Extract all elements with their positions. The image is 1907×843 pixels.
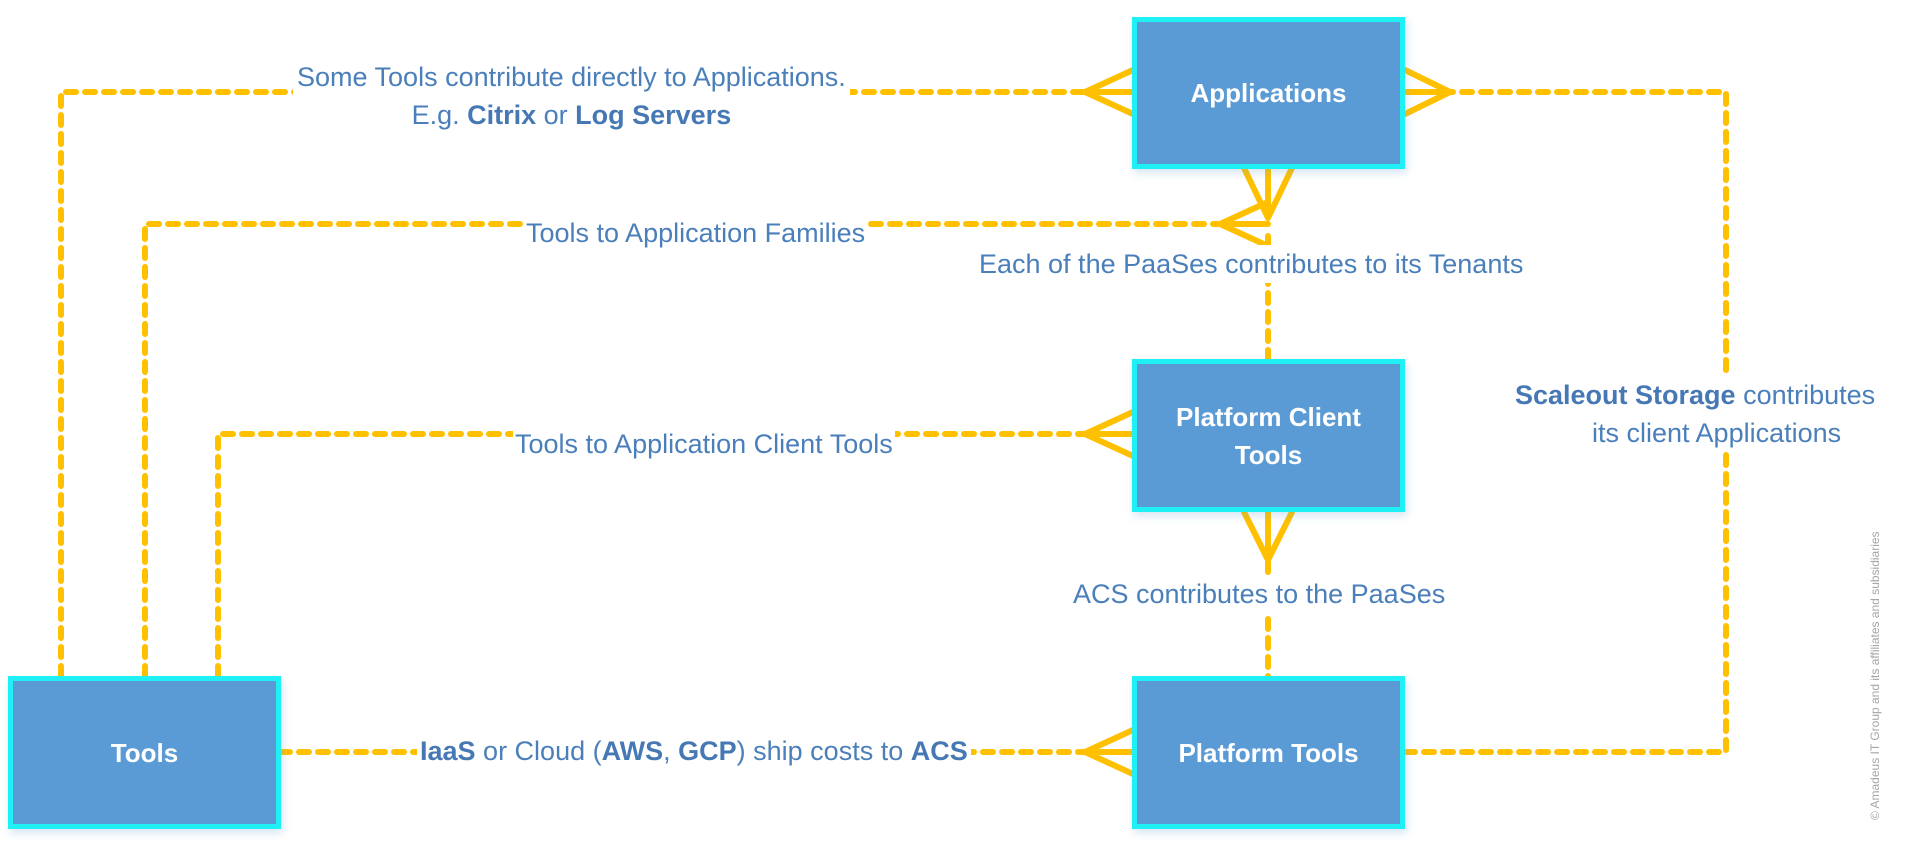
text: , bbox=[663, 736, 679, 766]
text: or bbox=[536, 100, 576, 130]
edge-label-line: E.g. Citrix or Log Servers bbox=[297, 96, 846, 134]
crowfoot-icon bbox=[1241, 509, 1295, 563]
node-label-line2: Tools bbox=[1234, 439, 1303, 470]
text: or Cloud ( bbox=[475, 736, 602, 766]
edge-label-tools-to-client-tools: Tools to Application Client Tools bbox=[513, 425, 895, 463]
highlight-log-servers: Log Servers bbox=[575, 100, 732, 130]
edge-label-paas-to-tenants: Each of the PaaSes contributes to its Te… bbox=[977, 245, 1526, 283]
node-tools[interactable]: Tools bbox=[8, 676, 281, 829]
highlight-iaas: IaaS bbox=[420, 736, 476, 766]
text: ) ship costs to bbox=[736, 736, 911, 766]
highlight-gcp: GCP bbox=[678, 736, 737, 766]
crowfoot-icon bbox=[1217, 199, 1271, 249]
crowfoot-icon bbox=[1082, 727, 1136, 777]
connector-tools-to-client-tools bbox=[215, 431, 1086, 679]
node-platform-tools[interactable]: Platform Tools bbox=[1132, 676, 1405, 829]
edge-label-line: Some Tools contribute directly to Applic… bbox=[297, 62, 846, 92]
copyright-notice: © Amadeus IT Group and its affiliates an… bbox=[1868, 531, 1882, 820]
node-label: Platform Tools bbox=[1178, 737, 1359, 768]
connector-tools-to-applications bbox=[58, 89, 1086, 679]
node-label-line1: Platform Client bbox=[1176, 401, 1361, 432]
edge-label-storage-to-apps: Scaleout Storage contributes its client … bbox=[1513, 376, 1878, 452]
edge-label-line: Scaleout Storage contributes bbox=[1515, 376, 1875, 414]
edge-label-line: its client Applications bbox=[1592, 418, 1842, 448]
edge-label-iaas-to-acs: IaaS or Cloud (AWS, GCP) ship costs to A… bbox=[417, 732, 971, 770]
node-label: Tools bbox=[110, 737, 179, 768]
edge-label-acs-to-paas: ACS contributes to the PaaSes bbox=[1071, 575, 1448, 613]
highlight-scaleout-storage: Scaleout Storage bbox=[1515, 380, 1736, 410]
edge-label-tools-to-app-families: Tools to Application Families bbox=[524, 214, 868, 252]
node-label: Applications bbox=[1190, 78, 1347, 108]
node-applications[interactable]: Applications bbox=[1132, 17, 1405, 169]
text: E.g. bbox=[411, 100, 468, 130]
text: contributes bbox=[1735, 380, 1876, 410]
crowfoot-icon bbox=[1082, 409, 1136, 459]
crowfoot-icon bbox=[1082, 67, 1136, 117]
highlight-acs: ACS bbox=[910, 736, 968, 766]
highlight-aws: AWS bbox=[601, 736, 664, 766]
crowfoot-icon bbox=[1402, 67, 1453, 117]
highlight-citrix: Citrix bbox=[467, 100, 537, 130]
edge-label-tools-to-applications: Some Tools contribute directly to Applic… bbox=[293, 58, 850, 134]
crowfoot-icon bbox=[1241, 165, 1295, 221]
